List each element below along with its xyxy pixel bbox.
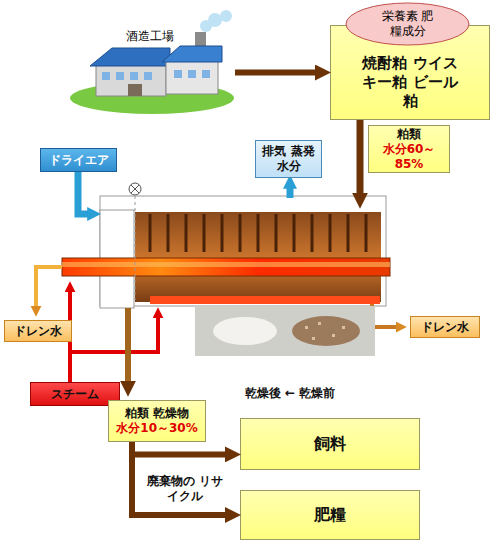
dryer-illustration: [62, 183, 390, 308]
dry-air-arrow: [78, 172, 90, 214]
nutrient-ellipse: 栄養素 肥糧成分: [345, 2, 470, 46]
node-text: 粕類 乾燥物: [125, 406, 189, 421]
dry-air-box: ドライエア: [40, 148, 117, 172]
node-text: 酒造工場: [126, 29, 174, 44]
output-arrow: [125, 308, 131, 384]
node-text: ドレン水: [421, 320, 469, 335]
node-text: 水分60～85%: [369, 142, 449, 172]
factory-node: 酒造工場: [70, 15, 235, 115]
factory-illustration: [70, 10, 234, 114]
node-text: 飼料: [314, 434, 346, 454]
dryer-fins: [150, 214, 366, 252]
ellipse-shape: [346, 3, 469, 45]
building-roof: [162, 46, 222, 62]
exhaust-box: 排気 蒸発水分: [255, 140, 322, 178]
node-text: スチーム: [51, 387, 99, 402]
feed-arrow: [357, 120, 364, 196]
flow-arrow: [132, 442, 225, 515]
shaft-line: [135, 196, 136, 300]
valve-symbol: [129, 183, 141, 195]
edge-label: 廃棄物の リサイクル: [146, 474, 224, 504]
node-text: 排気 蒸発水分: [259, 144, 319, 174]
smoke: [220, 10, 232, 22]
node-text: 栄養素 肥糧成分: [377, 9, 439, 39]
heating-jacket: [150, 296, 380, 304]
steam-tube: [62, 258, 390, 276]
drain-line: [372, 304, 398, 327]
lees-grains: [305, 322, 345, 340]
wet-lees: [292, 316, 360, 346]
node-text: ドライエア: [49, 153, 109, 168]
dried-powder: [213, 317, 277, 345]
feed-box: 飼料: [240, 418, 420, 470]
node-text: 焼酎粕 ウイスキー粕 ビール粕: [361, 54, 459, 110]
drain-line: [36, 267, 62, 308]
fertilizer-box: 肥糧: [240, 490, 420, 540]
product-photo: [195, 306, 375, 356]
steam-line: [70, 316, 158, 352]
node-text: ドレン水: [14, 324, 62, 339]
steam-box: スチーム: [30, 382, 120, 406]
building-roof: [90, 48, 170, 66]
flow-arrow: [132, 442, 225, 454]
valve-cross: [131, 185, 139, 193]
exhaust-arrow: [287, 186, 294, 198]
node-text: 水分10～30%: [116, 421, 197, 436]
photo-caption: 乾燥後 ← 乾燥前: [205, 386, 375, 401]
smoke: [208, 13, 222, 27]
node-text: 粕類: [397, 127, 421, 142]
dryer-casing: [100, 196, 386, 306]
input-box: 粕類水分60～85%: [368, 125, 450, 173]
door: [128, 84, 142, 96]
windows: [102, 70, 210, 80]
drain-box: ドレン水: [410, 316, 480, 338]
node-text: 肥糧: [314, 505, 346, 525]
dryer-drum: [135, 212, 381, 302]
photo-background: [195, 306, 375, 356]
drain-box: ドレン水: [4, 320, 72, 342]
tube-highlight: [62, 262, 390, 267]
flow-arrow: [235, 70, 315, 76]
product-box: 粕類 乾燥物水分10～30%: [108, 400, 206, 442]
